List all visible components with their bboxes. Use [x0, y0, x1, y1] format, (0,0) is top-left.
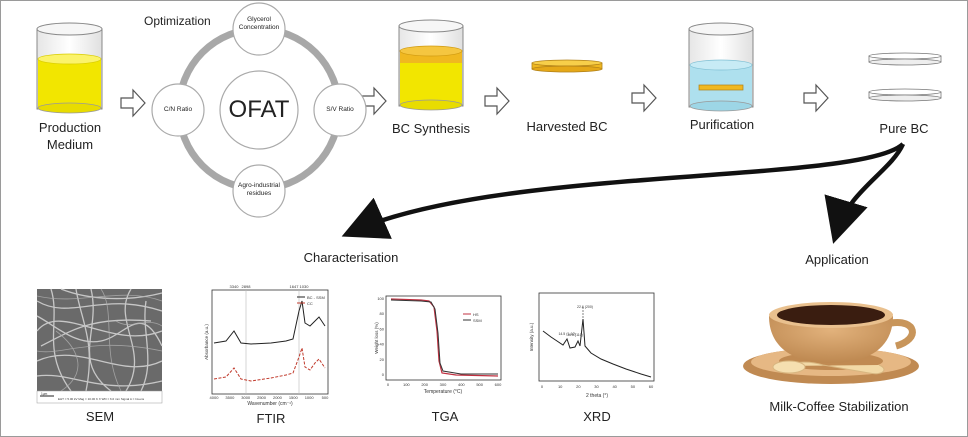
- agro-line1: Agro-industrial: [238, 182, 280, 189]
- xrd-peak-label: 16.8 (110): [567, 333, 583, 337]
- application-branch-arrow-icon: [824, 142, 906, 244]
- tga-xtick: 400: [458, 382, 465, 387]
- xrd-ylabel: Intensity (a.u.): [529, 322, 534, 351]
- process-arrow-3-icon: [484, 86, 510, 116]
- sem-scale-label: 1μm: [41, 392, 48, 396]
- sv-ratio-node: [313, 83, 367, 137]
- process-arrow-5-icon: [803, 83, 829, 113]
- characterisation-branch-arrow-icon: [341, 142, 905, 239]
- glycerol-line1: Glycerol: [247, 16, 271, 23]
- ftir-legend-label: CC: [307, 301, 313, 306]
- ftir-plot: [211, 289, 329, 395]
- sem-micrograph-image: [36, 288, 163, 404]
- ftir-xtick: 1000: [305, 395, 315, 400]
- xrd-label: XRD: [583, 409, 611, 424]
- glycerol-node: [232, 2, 286, 56]
- ftir-xtick: 3000: [241, 395, 251, 400]
- pure-bc-label: Pure BC: [879, 121, 929, 136]
- xrd-peak-label: 22.6 (200): [577, 305, 593, 309]
- xrd-xlabel: 2 theta (°): [586, 393, 608, 399]
- ofat-center-circle: [219, 70, 299, 150]
- ftir-xtick: 3500: [225, 395, 235, 400]
- tga-ytick: 0: [382, 372, 385, 377]
- xrd-xtick: 50: [631, 384, 636, 389]
- tga-legend-label: HS: [473, 312, 479, 317]
- ftir-peak-label: 2898: [242, 284, 252, 289]
- ftir-xtick: 4000: [210, 395, 220, 400]
- tga-xtick: 600: [495, 382, 502, 387]
- tga-ytick: 80: [380, 311, 385, 316]
- characterisation-label: Characterisation: [303, 250, 399, 265]
- xrd-xtick: 30: [594, 384, 599, 389]
- cn-ratio-node: [151, 83, 205, 137]
- xrd-peak-label: 14.5 (1-10): [558, 332, 575, 336]
- ftir-peak-label: 1647: [290, 284, 300, 289]
- xrd-xtick: 20: [576, 384, 581, 389]
- tga-xtick: 300: [440, 382, 447, 387]
- glycerol-line2: Concentration: [238, 24, 280, 31]
- agro-line2: residues: [246, 190, 272, 197]
- process-arrow-1-icon: [120, 88, 146, 118]
- ofat-cycle: [151, 2, 367, 218]
- ftir-xlabel: Wavenumber (cm⁻¹): [247, 401, 293, 407]
- xrd-xtick: 60: [649, 384, 654, 389]
- cn-ratio-label: C/N Ratio: [163, 106, 193, 113]
- coffee-cup-icon: [743, 302, 919, 384]
- tga-ytick: 60: [380, 326, 385, 331]
- ftir-ylabel: Absorbance (a.u.): [204, 324, 209, 360]
- milk-coffee-label: Milk-Coffee Stabilization: [769, 399, 909, 414]
- harvested-bc-label: Harvested BC: [526, 119, 608, 134]
- ftir-xtick: 500: [322, 395, 329, 400]
- ofat-label: OFAT: [228, 96, 290, 123]
- purification-beaker-icon: [688, 22, 754, 112]
- harvested-bc-disc-icon: [531, 59, 603, 73]
- xrd-xtick: 40: [612, 384, 617, 389]
- xrd-xtick: 10: [558, 384, 563, 389]
- tga-xtick: 200: [421, 382, 428, 387]
- ftir-peak-label: 3340: [230, 284, 240, 289]
- tga-xtick: 500: [476, 382, 483, 387]
- ftir-legend-label: BC - SSM: [307, 295, 325, 300]
- tga-ylabel: Weight loss (%): [374, 322, 379, 354]
- tga-ytick: 40: [380, 342, 385, 347]
- tga-xtick: 0: [387, 382, 390, 387]
- optimization-label: Optimization: [144, 14, 211, 28]
- sem-label: SEM: [85, 409, 115, 424]
- sem-info-text: EHT = 5.00 kV Mag = 10.00 K X WD = 6.0 m…: [58, 397, 145, 401]
- ftir-peak-label: 1030: [300, 284, 310, 289]
- xrd-plot: [538, 292, 655, 382]
- application-label: Application: [805, 252, 869, 267]
- tga-plot: [385, 295, 502, 381]
- ftir-label: FTIR: [256, 411, 286, 426]
- agro-residues-node: [232, 164, 286, 218]
- production-medium-label-line2: Medium: [46, 137, 94, 152]
- agro-residues-label: Agro-industrial residues: [233, 182, 285, 198]
- production-medium-label-line1: Production: [38, 120, 102, 135]
- production-medium-label: Production Medium: [37, 119, 103, 153]
- production-medium-beaker-icon: [36, 22, 103, 114]
- process-arrow-4-icon: [631, 83, 657, 113]
- tga-ytick: 20: [380, 357, 385, 362]
- tga-ytick: 100: [377, 296, 384, 301]
- glycerol-concentration-label: Glycerol Concentration: [233, 16, 285, 32]
- ftir-xtick: 2000: [273, 395, 283, 400]
- sv-ratio-label: S/V Ratio: [326, 106, 354, 113]
- tga-legend-label: SSM: [473, 318, 482, 323]
- tga-xlabel: Temperature (°C): [424, 389, 463, 395]
- purification-label: Purification: [689, 117, 755, 132]
- tga-label: TGA: [431, 409, 459, 424]
- ftir-xtick: 1500: [289, 395, 299, 400]
- tga-xtick: 100: [403, 382, 410, 387]
- bc-synthesis-label: BC Synthesis: [391, 121, 471, 136]
- ftir-xtick: 2500: [257, 395, 267, 400]
- xrd-xtick: 0: [541, 384, 544, 389]
- bc-synthesis-beaker-icon: [398, 19, 464, 111]
- pure-bc-discs-icon: [868, 52, 942, 102]
